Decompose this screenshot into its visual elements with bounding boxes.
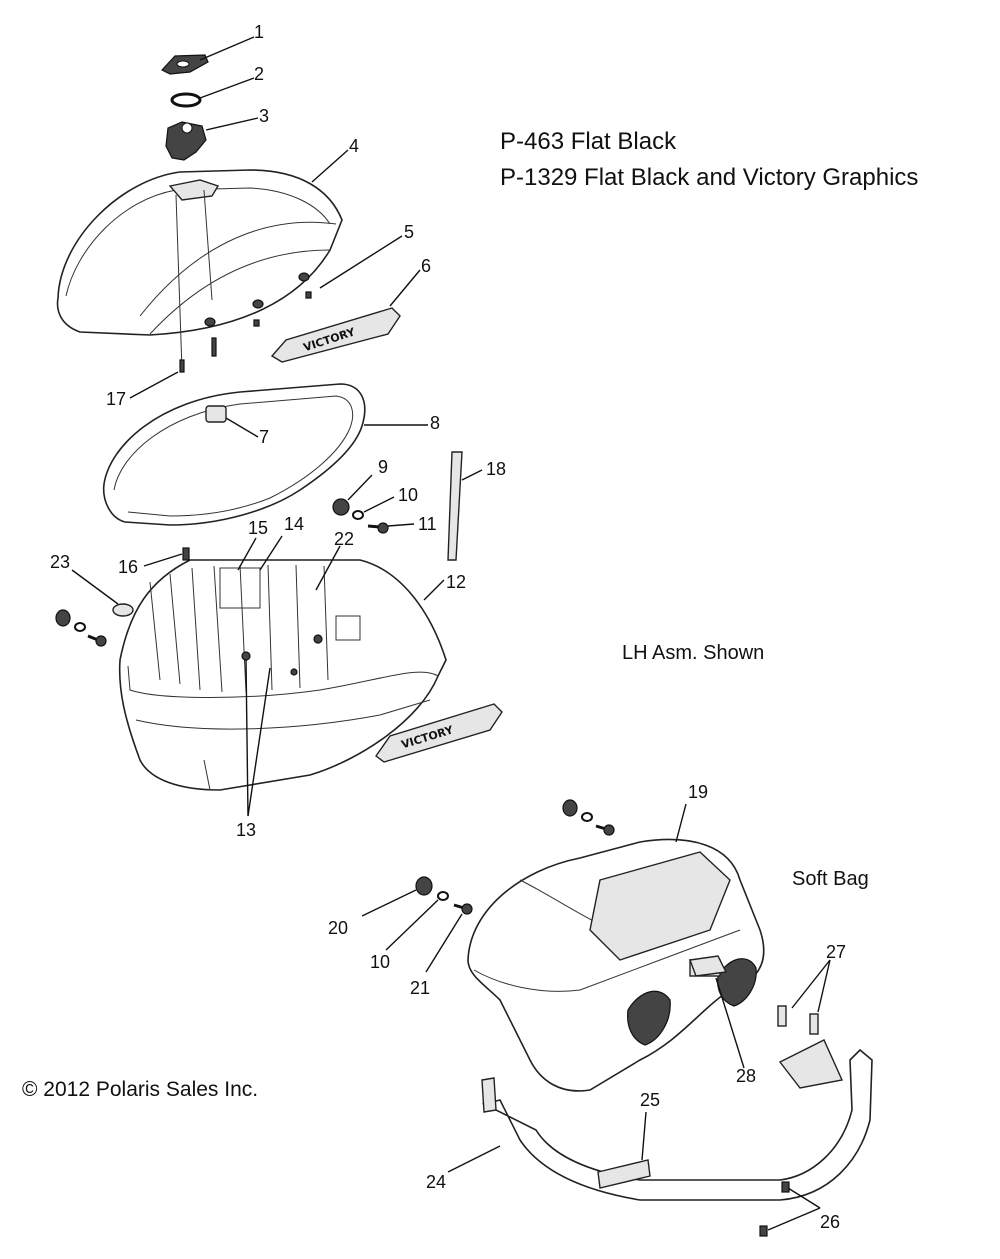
- callout-3: 3: [259, 106, 269, 126]
- callout-23: 23: [50, 552, 70, 572]
- callout-11: 11: [418, 514, 437, 534]
- paint-code-victory-graphics: P-1329 Flat Black and Victory Graphics: [500, 164, 919, 191]
- part-gasket-ring: [170, 92, 202, 108]
- part-fastener-set-right: [332, 498, 389, 534]
- callout-26: 26: [820, 1212, 840, 1232]
- part-badge-lid: VICTORY: [270, 307, 401, 363]
- part-bracket-bolts: [777, 1005, 844, 1089]
- callout-13: 13: [236, 820, 256, 840]
- callout-18: 18: [486, 459, 506, 479]
- part-mount-rail: [481, 1048, 873, 1201]
- part-soft-bag: [467, 838, 765, 1092]
- callout-28: 28: [736, 1066, 756, 1086]
- part-plug-cap: [112, 603, 134, 617]
- callout-17: 17: [106, 389, 126, 409]
- callout-12: 12: [446, 572, 466, 592]
- callout-16: 16: [118, 557, 138, 577]
- callout-9: 9: [378, 457, 388, 477]
- lh-assembly-note: LH Asm. Shown: [622, 642, 765, 664]
- callout-24: 24: [426, 1172, 446, 1192]
- callout-6: 6: [421, 256, 431, 276]
- part-pin: [182, 547, 190, 561]
- callout-8: 8: [430, 413, 440, 433]
- callout-4: 4: [349, 136, 359, 156]
- part-bag-body: [118, 559, 447, 791]
- part-latch-cover: [161, 54, 209, 75]
- callout-7: 7: [259, 427, 269, 447]
- part-lid: [56, 169, 343, 371]
- callout-25: 25: [640, 1090, 660, 1110]
- part-bumper-pad: [205, 405, 227, 423]
- paint-code-flat-black: P-463 Flat Black: [500, 128, 677, 155]
- callout-1: 1: [254, 22, 264, 42]
- part-hinge-strap: [447, 451, 463, 561]
- callout-15: 15: [248, 518, 268, 538]
- part-screws-lid: [179, 291, 312, 373]
- callout-22: 22: [334, 529, 354, 549]
- copyright-notice: © 2012 Polaris Sales Inc.: [22, 1078, 259, 1101]
- callout-19: 19: [688, 782, 708, 802]
- callout-20: 20: [328, 918, 348, 938]
- part-fastener-set-left: [55, 609, 107, 647]
- callout-labels: 1 2 3 4 5 6 7 8 9 10 11 12 13 14 15 16 1…: [50, 22, 846, 1232]
- soft-bag-label: Soft Bag: [792, 868, 869, 890]
- part-latch-mechanism: [165, 121, 207, 161]
- part-bracket-screws: [759, 1181, 790, 1237]
- callout-5: 5: [404, 222, 414, 242]
- part-fastener-set-soft-side: [415, 876, 473, 915]
- part-lid-seal: [102, 383, 366, 526]
- callout-14: 14: [284, 514, 304, 534]
- callout-21: 21: [410, 978, 430, 998]
- leader-lines: [71, 36, 831, 1231]
- part-fastener-set-soft-top: [562, 799, 615, 836]
- callout-10b: 10: [370, 952, 390, 972]
- callout-10: 10: [398, 485, 418, 505]
- callout-27: 27: [826, 942, 846, 962]
- callout-2: 2: [254, 64, 264, 84]
